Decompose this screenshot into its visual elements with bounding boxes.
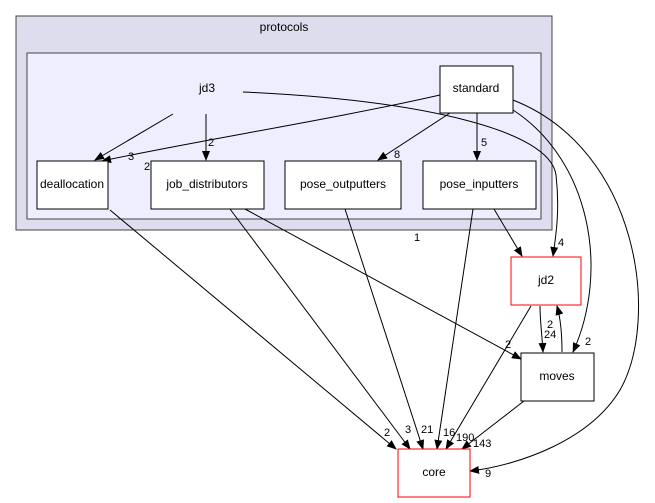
edge-label: 2 <box>208 137 214 149</box>
edge-pose_inputters-jd2 <box>493 208 523 257</box>
edge-standard-core <box>469 99 640 474</box>
edge-moves-core <box>461 400 525 450</box>
edge-label: 2 <box>505 339 511 351</box>
edge-label: 3 <box>405 424 411 436</box>
edge-label: 143 <box>473 438 491 450</box>
node-standard[interactable]: standard <box>439 65 514 114</box>
node-label: deallocation <box>40 177 104 191</box>
node-label: standard <box>453 81 500 95</box>
edge-standard-deallocation <box>101 94 441 164</box>
edge-labels: 3 2 2 8 5 1 4 24 2 2 2 2 3 21 16 190 143… <box>128 137 591 480</box>
edge-label: 2 <box>384 427 390 439</box>
edge-job_distributors-core <box>229 208 411 450</box>
node-pose-inputters[interactable]: pose_inputters <box>422 160 537 210</box>
node-label: moves <box>539 369 574 383</box>
cluster-protocols-label: protocols <box>260 20 309 34</box>
edge-label: 2 <box>547 319 553 331</box>
edge-moves-jd2 <box>555 305 564 353</box>
node-pose-outputters[interactable]: pose_outputters <box>284 160 402 210</box>
edge-label: 16 <box>443 427 455 439</box>
node-deallocation[interactable]: deallocation <box>36 160 109 210</box>
edge-label: 190 <box>456 432 474 444</box>
node-jd2[interactable]: jd2 <box>510 256 582 306</box>
edge-label: 9 <box>485 468 491 480</box>
edge-label: 2 <box>585 336 591 348</box>
edge-label: 5 <box>481 137 487 149</box>
edge-jd3-deallocation <box>94 113 174 161</box>
edges <box>94 91 640 474</box>
edge-jd2-core <box>445 305 532 450</box>
edge-label: 2 <box>144 161 150 173</box>
edge-deallocation-core <box>109 209 397 450</box>
node-core[interactable]: core <box>397 448 471 498</box>
edge-job_distributors-moves <box>244 208 522 360</box>
edge-label: 8 <box>394 149 400 161</box>
edge-label: 21 <box>421 424 433 436</box>
edge-pose_inputters-core <box>434 208 474 450</box>
node-label: job_distributors <box>165 177 247 191</box>
node-label: jd2 <box>537 273 554 287</box>
node-label: pose_outputters <box>300 177 386 191</box>
edge-label: 24 <box>544 329 556 341</box>
edge-standard-pose_outputters <box>377 112 451 161</box>
edge-pose_outputters-core <box>344 208 425 450</box>
node-job-distributors[interactable]: job_distributors <box>150 160 265 210</box>
node-label: pose_inputters <box>440 177 519 191</box>
edge-jd3-jd2 <box>242 91 559 257</box>
edge-jd2-moves <box>538 305 547 353</box>
cluster-jd3-label: jd3 <box>198 81 215 95</box>
edge-label: 4 <box>558 237 564 249</box>
node-moves[interactable]: moves <box>520 352 595 402</box>
edge-label: 1 <box>414 232 420 244</box>
node-label: core <box>422 465 446 479</box>
edge-label: 3 <box>128 151 134 163</box>
edge-standard-moves <box>512 109 592 353</box>
